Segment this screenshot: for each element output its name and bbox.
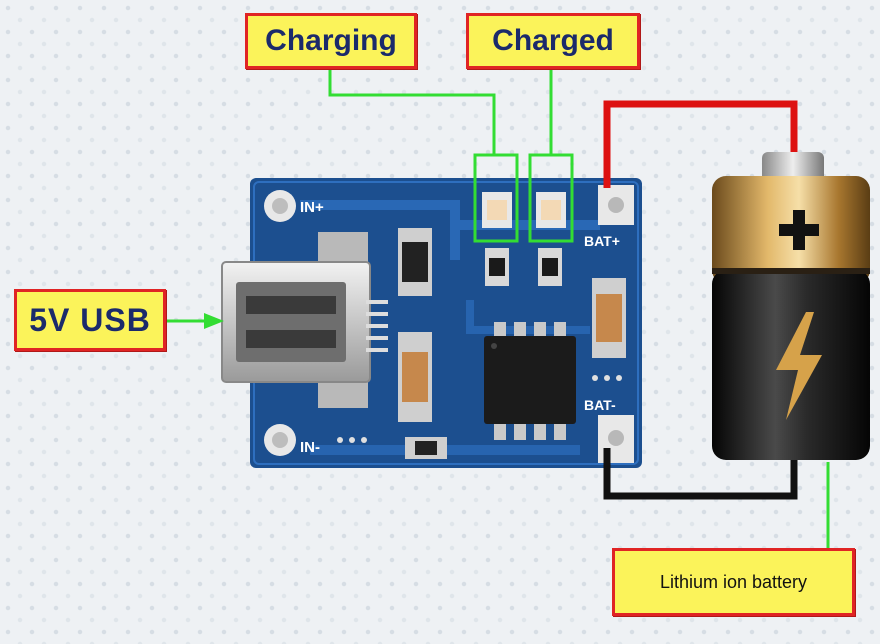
charger-ic [484, 322, 576, 440]
positive-wire [603, 100, 798, 188]
leader-lines [166, 69, 830, 548]
mini-usb-connector [221, 232, 388, 408]
arrow-right-icon [204, 313, 224, 329]
components [221, 192, 626, 459]
lightning-icon [776, 312, 822, 420]
in-plus-label: IN+ [300, 199, 324, 216]
plus-icon [779, 210, 819, 250]
lithium-battery [712, 152, 870, 460]
usb-input-label: 5V USB [14, 289, 166, 351]
negative-wire [603, 448, 798, 500]
battery-label: Lithium ion battery [612, 548, 855, 616]
charged-label: Charged [466, 13, 640, 69]
bat-minus-label: BAT- [584, 397, 616, 413]
bat-plus-label: BAT+ [584, 233, 620, 249]
charging-label: Charging [245, 13, 417, 69]
in-minus-label: IN- [300, 439, 320, 456]
battery-cap [762, 152, 824, 182]
charging-led-highlight [473, 153, 519, 243]
